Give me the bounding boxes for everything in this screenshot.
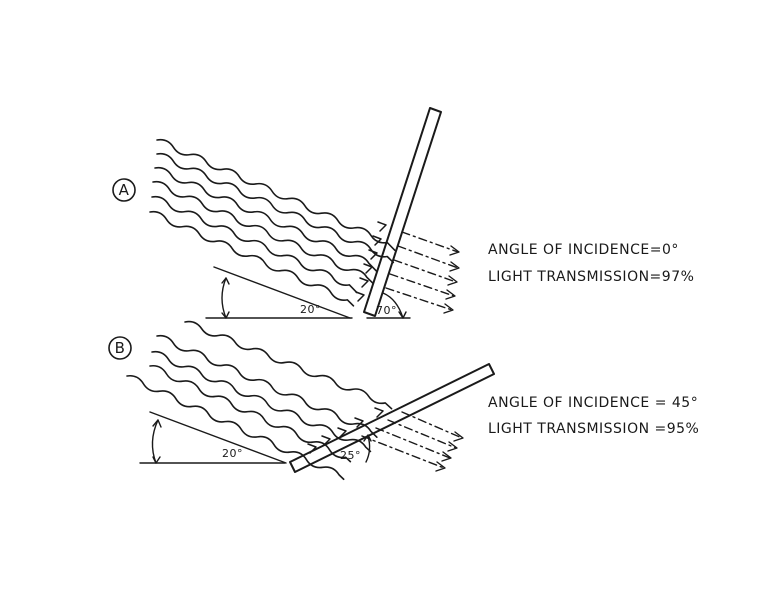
ray-a-4 bbox=[152, 180, 374, 284]
ray-b-2 bbox=[156, 334, 378, 438]
panel-b-incidence-text: ANGLE OF INCIDENCE = 45° bbox=[488, 395, 698, 411]
panel-a-transmission-text: LIGHT TRANSMISSION=97% bbox=[488, 269, 694, 285]
panel-a-transmitted-arrowheads bbox=[443, 245, 460, 314]
panel-a-angle-panel-label: 70° bbox=[376, 304, 397, 317]
panel-a: A bbox=[112, 107, 694, 319]
panel-a-angle-base-label: 20° bbox=[300, 303, 321, 316]
panel-b-panel-angle bbox=[363, 434, 372, 463]
panel-a-angle-construction bbox=[205, 266, 353, 319]
panel-b-incoming-rays bbox=[126, 320, 393, 481]
panel-a-marker-label: A bbox=[119, 181, 130, 199]
panel-b-transmitted-arrowheads bbox=[435, 431, 464, 472]
panel-b-angle-panel-label: 25° bbox=[340, 449, 361, 462]
panel-a-glazing bbox=[363, 107, 442, 317]
ray-a-6 bbox=[149, 210, 355, 307]
panel-a-incidence-text: ANGLE OF INCIDENCE=0° bbox=[488, 242, 679, 258]
ray-a-1 bbox=[156, 138, 396, 252]
panel-b-marker-circle bbox=[108, 336, 132, 360]
panel-b-transmitted-rays bbox=[361, 411, 463, 469]
ray-b-5 bbox=[126, 374, 345, 481]
panel-a-marker-circle bbox=[112, 178, 136, 202]
panel-a-ray-arrowheads bbox=[355, 221, 387, 302]
panel-b-transmission-text: LIGHT TRANSMISSION =95% bbox=[488, 421, 699, 437]
panel-b-ray-arrowheads bbox=[307, 407, 384, 454]
panel-a-transmitted-rays bbox=[385, 231, 459, 311]
panel-a-panel-angle bbox=[366, 292, 411, 319]
ray-b-3 bbox=[151, 350, 372, 453]
ray-b-4 bbox=[149, 364, 352, 463]
panel-a-incoming-rays bbox=[149, 138, 396, 307]
ray-a-5 bbox=[151, 195, 358, 294]
ray-a-2 bbox=[156, 152, 395, 264]
panel-b-angle-construction bbox=[139, 411, 287, 464]
ray-b-1 bbox=[184, 320, 393, 410]
panel-b: B bbox=[108, 320, 699, 481]
panel-b-glazing bbox=[289, 363, 495, 473]
panel-b-angle-base-label: 20° bbox=[222, 447, 243, 460]
ray-a-3 bbox=[154, 166, 378, 272]
panel-b-marker-label: B bbox=[115, 339, 126, 357]
